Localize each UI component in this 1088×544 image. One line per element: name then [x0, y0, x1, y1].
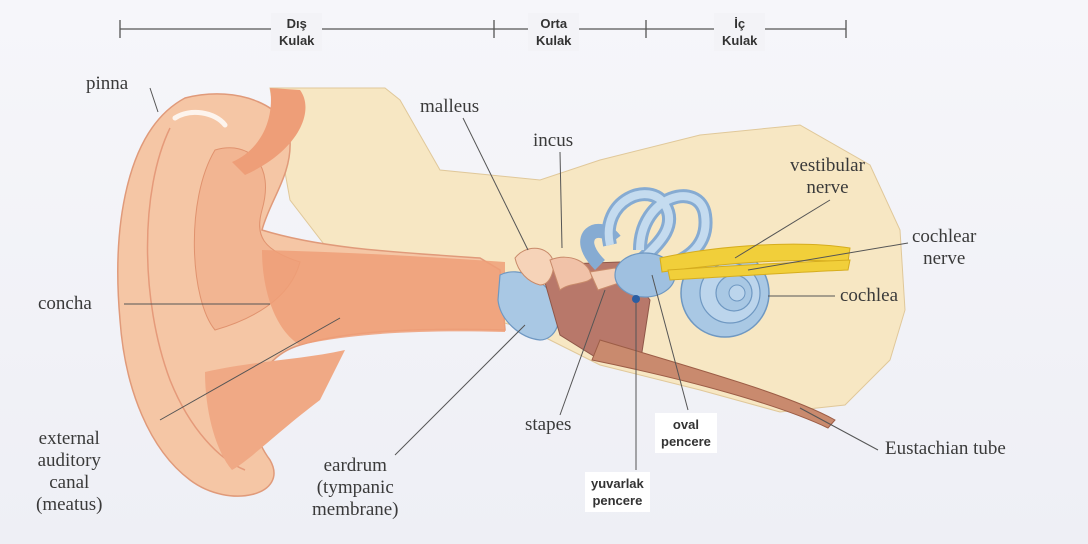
cochlear-nerve-line2: nerve [912, 248, 976, 270]
round-line1: yuvarlak [591, 475, 644, 492]
vestibular-line1: vestibular [790, 155, 865, 177]
label-malleus: malleus [420, 96, 479, 118]
section-inner-ear: İç Kulak [714, 13, 765, 51]
external-line2: auditory [36, 450, 102, 472]
eardrum-line1: eardrum [312, 455, 399, 477]
label-pinna: pinna [86, 73, 128, 95]
section-inner-line2: Kulak [722, 32, 757, 49]
label-oval-window: oval pencere [655, 413, 717, 453]
section-middle-line1: Orta [536, 15, 571, 32]
ear-canal [262, 250, 505, 345]
round-window-dot [632, 295, 640, 303]
oval-line1: oval [661, 416, 711, 433]
label-eustachian-tube: Eustachian tube [885, 438, 1006, 460]
section-outer-line2: Kulak [279, 32, 314, 49]
vestibular-line2: nerve [790, 177, 865, 199]
eardrum-line2: (tympanic [312, 477, 399, 499]
label-external-auditory-canal: external auditory canal (meatus) [36, 428, 102, 516]
eardrum-line3: membrane) [312, 499, 399, 521]
earlobe-shade [205, 350, 345, 470]
round-line2: pencere [591, 492, 644, 509]
label-cochlear-nerve: cochlear nerve [912, 226, 976, 270]
label-round-window: yuvarlak pencere [585, 472, 650, 512]
section-middle-ear: Orta Kulak [528, 13, 579, 51]
external-line1: external [36, 428, 102, 450]
section-middle-line2: Kulak [536, 32, 571, 49]
section-outer-ear: Dış Kulak [271, 13, 322, 51]
oval-line2: pencere [661, 433, 711, 450]
label-concha: concha [38, 293, 92, 315]
label-incus: incus [533, 130, 573, 152]
label-eardrum: eardrum (tympanic membrane) [312, 455, 399, 521]
external-line3: canal [36, 472, 102, 494]
section-outer-line1: Dış [279, 15, 314, 32]
label-vestibular-nerve: vestibular nerve [790, 155, 865, 199]
label-stapes: stapes [525, 414, 571, 436]
label-cochlea: cochlea [840, 285, 898, 307]
external-line4: (meatus) [36, 494, 102, 516]
cochlear-nerve-line1: cochlear [912, 226, 976, 248]
section-inner-line1: İç [722, 15, 757, 32]
